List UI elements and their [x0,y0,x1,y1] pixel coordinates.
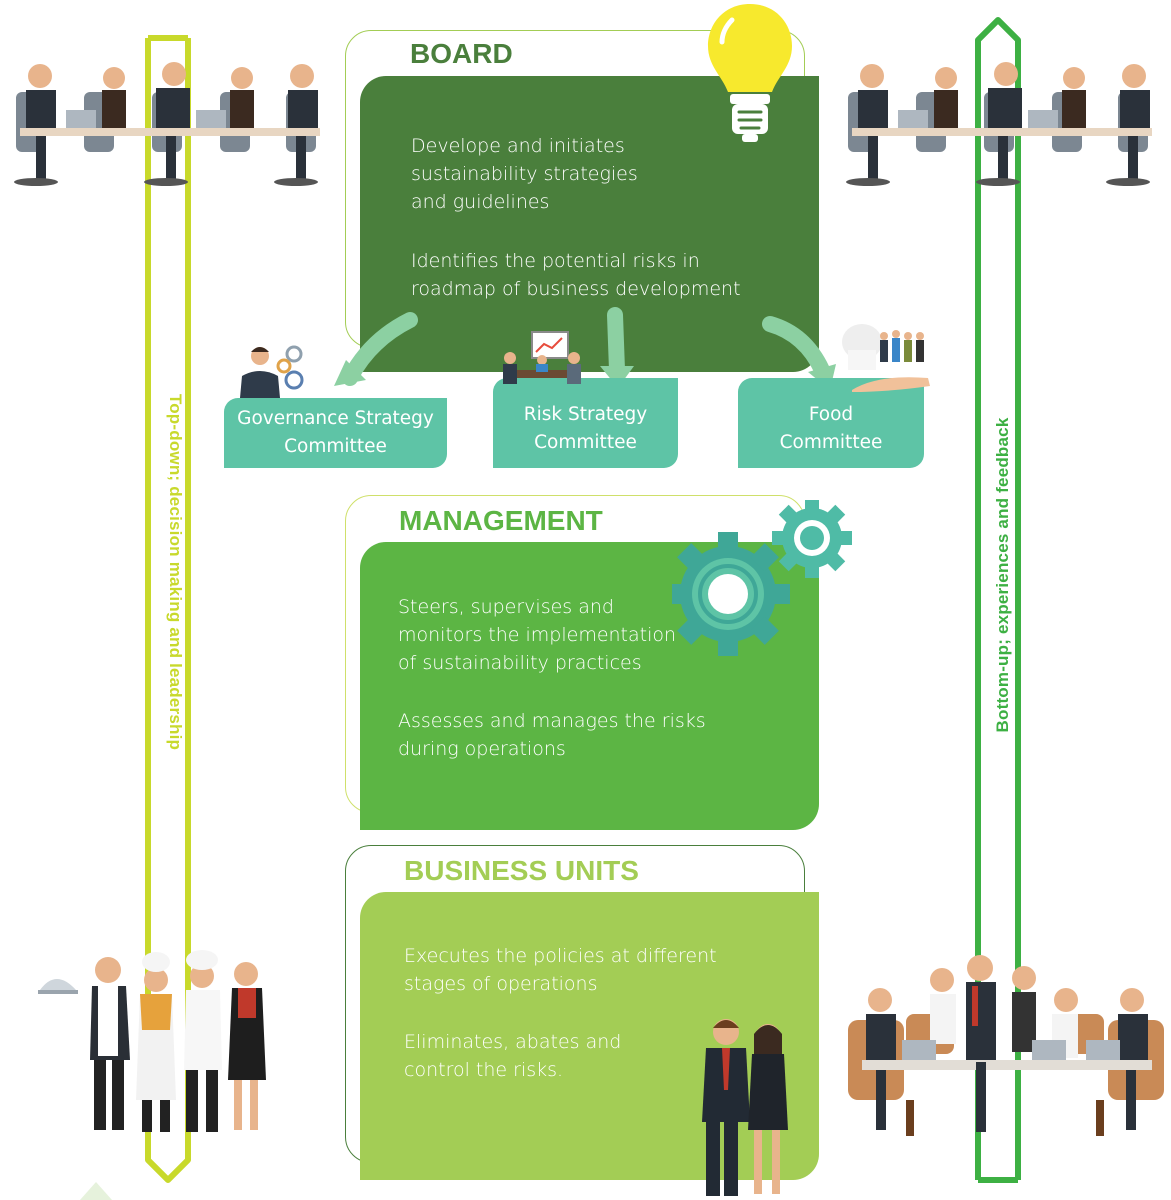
governance-people-icon [240,345,304,398]
risk-meeting-icon [503,331,581,384]
board-title: BOARD [410,38,513,69]
food-chef-hand-icon [842,324,930,392]
top-down-label: Top-down; decision making and leadership [166,393,185,751]
board-meeting-right-illustration [846,62,1152,186]
business-units-box [360,892,819,1180]
decor-triangle [80,1182,112,1200]
lightbulb-icon [708,4,792,142]
service-staff-illustration [38,950,266,1132]
gears-icon [672,500,852,656]
office-team-illustration [848,955,1164,1136]
management-title: MANAGEMENT [399,505,603,536]
board-arrows [334,307,836,390]
board-meeting-left-illustration [14,62,320,186]
bottom-up-label: Bottom-up; experiences and feedback [993,417,1012,733]
business-units-title: BUSINESS UNITS [404,855,639,886]
business-pair-illustration [702,1019,788,1196]
